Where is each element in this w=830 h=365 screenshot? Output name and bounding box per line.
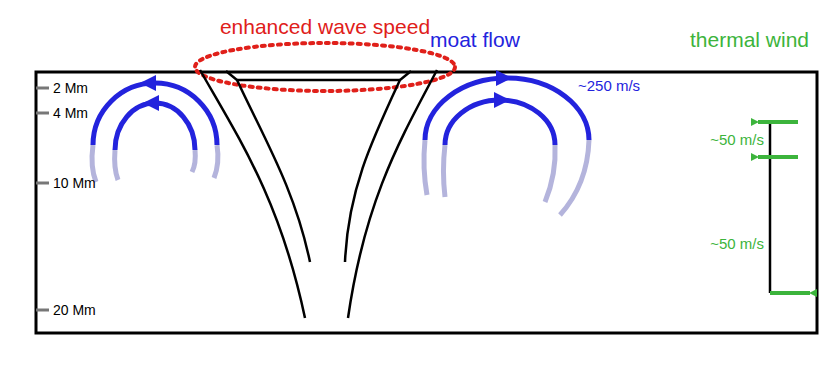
flow-arrowhead (140, 75, 156, 91)
flow-faded (444, 145, 446, 197)
flow-arrowhead (143, 95, 159, 111)
flow-arrowhead (496, 70, 512, 86)
wave-speed-region (195, 43, 455, 91)
funnel-line (348, 70, 437, 318)
thermal-wind-arrows (758, 122, 810, 293)
depth-label: 20 Mm (53, 302, 96, 318)
depth-tick (36, 112, 49, 115)
speed-label: ~250 m/s (578, 77, 640, 94)
flow-arrowhead (494, 92, 510, 108)
funnel-line (237, 79, 400, 82)
flow-faded (192, 150, 195, 172)
moat-flow-left (92, 83, 218, 182)
moat-flow-right (424, 78, 589, 215)
wind-axis (769, 122, 772, 293)
depth-tick (36, 309, 49, 312)
depth-ticks (36, 88, 49, 310)
wind-arrow (770, 291, 810, 295)
depth-tick (36, 87, 49, 90)
region-label: enhanced wave speed (220, 15, 430, 39)
flow-faded (115, 150, 118, 180)
flow-label: moat flow (430, 28, 520, 52)
speed-label: ~50 m/s (710, 131, 764, 148)
depth-label: 2 Mm (53, 80, 88, 96)
flow-arc (445, 100, 555, 145)
funnel-line (345, 71, 411, 262)
depth-tick (36, 182, 49, 185)
speed-label: ~50 m/s (710, 235, 764, 252)
flow-faded (424, 140, 427, 195)
flow-faded (545, 145, 555, 202)
funnel-line (226, 71, 310, 262)
sunspot-funnel (200, 70, 437, 318)
flow-faded (560, 140, 589, 215)
wind-arrow (758, 120, 798, 124)
flow-faded (214, 145, 218, 178)
depth-label: 4 Mm (53, 105, 88, 121)
wind-arrow (758, 155, 798, 159)
frame (36, 72, 817, 333)
flow-arc (93, 83, 217, 145)
depth-label: 10 Mm (53, 175, 96, 191)
flow-arc (115, 103, 195, 150)
wind-label: thermal wind (690, 28, 809, 52)
